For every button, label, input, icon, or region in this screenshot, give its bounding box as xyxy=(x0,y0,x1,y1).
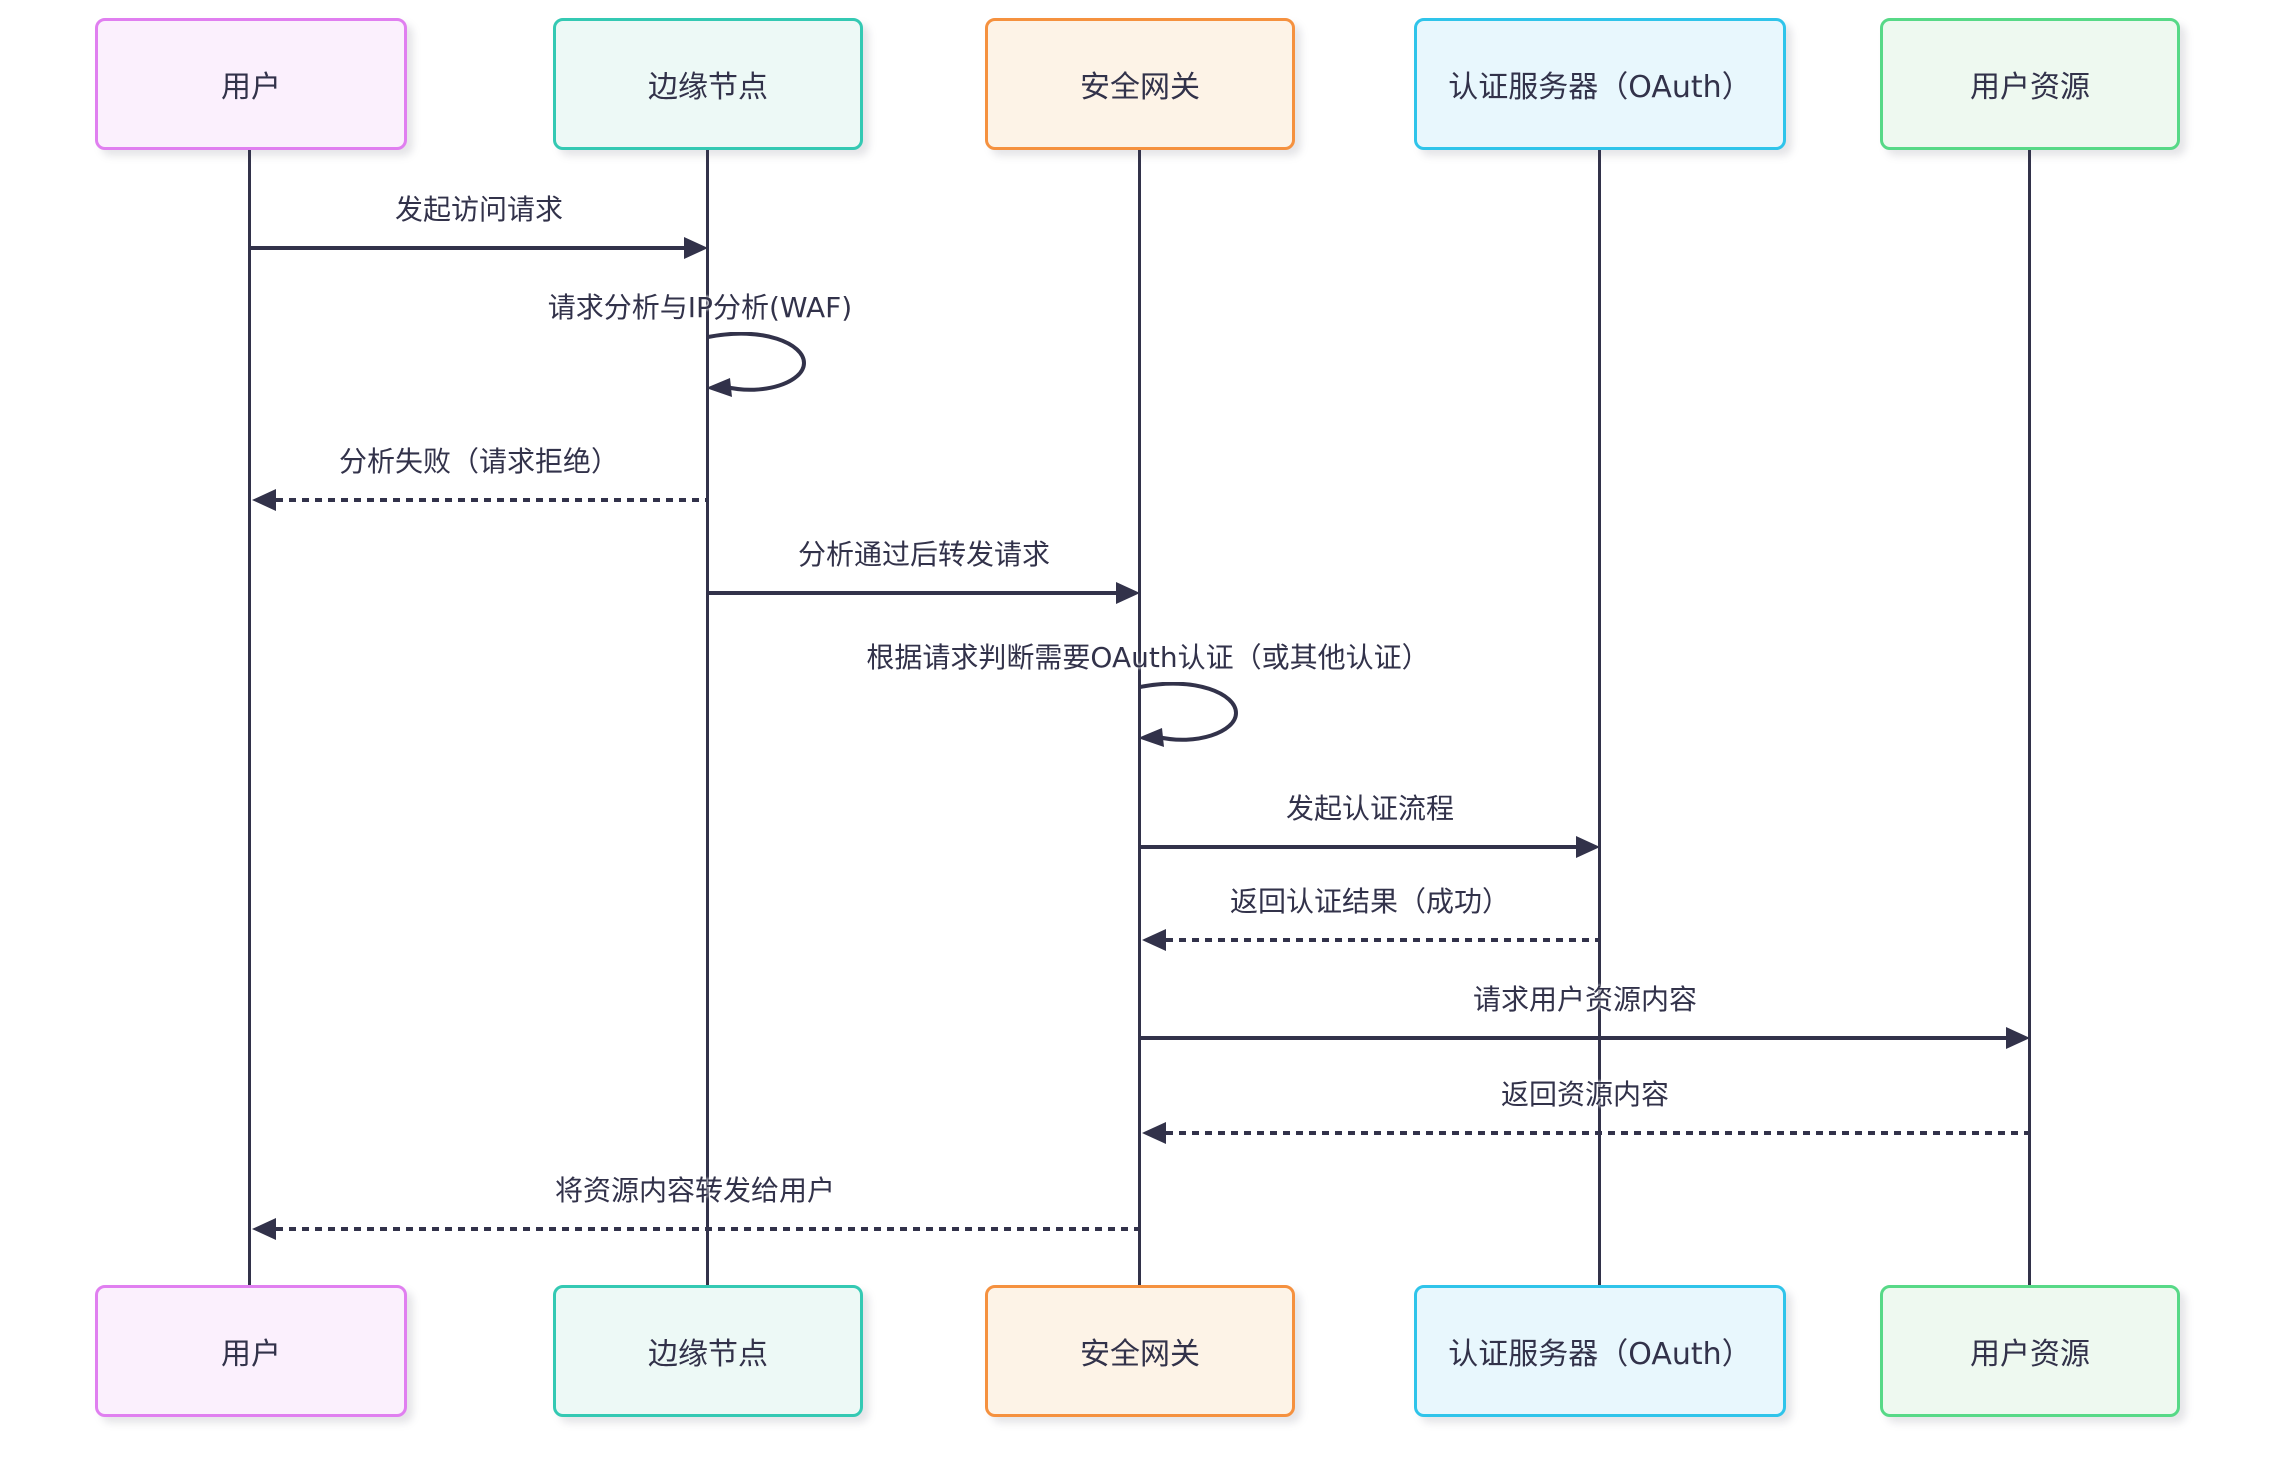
lifeline-resource xyxy=(2028,150,2031,1285)
message-4-label: 分析通过后转发请求 xyxy=(797,538,1051,571)
actor-label: 认证服务器（OAuth） xyxy=(1448,70,1752,105)
actor-box-edge-bottom: 边缘节点 xyxy=(553,1285,863,1417)
lifeline-gateway xyxy=(1138,150,1141,1285)
message-2-self-loop-icon xyxy=(706,332,807,397)
actor-box-auth-bottom: 认证服务器（OAuth） xyxy=(1414,1285,1786,1417)
lifeline-auth xyxy=(1598,150,1601,1285)
message-10-arrowhead-icon xyxy=(252,1218,276,1240)
actor-box-user-bottom: 用户 xyxy=(95,1285,407,1417)
message-7-line xyxy=(1166,938,1600,942)
actor-box-resource-bottom: 用户资源 xyxy=(1880,1285,2180,1417)
actor-box-edge-top: 边缘节点 xyxy=(553,18,863,150)
message-3-label: 分析失败（请求拒绝） xyxy=(338,445,620,478)
message-8-arrowhead-icon xyxy=(2006,1027,2030,1049)
message-9-arrowhead-icon xyxy=(1142,1122,1166,1144)
actor-label: 安全网关 xyxy=(1080,70,1200,105)
message-2-label: 请求分析与IP分析(WAF) xyxy=(547,291,853,324)
lifeline-user xyxy=(248,150,251,1285)
message-3-arrowhead-icon xyxy=(252,489,276,511)
message-7-label: 返回认证结果（成功） xyxy=(1229,885,1511,918)
message-9-label: 返回资源内容 xyxy=(1500,1078,1670,1111)
actor-box-gateway-top: 安全网关 xyxy=(985,18,1295,150)
lifeline-edge xyxy=(706,150,709,1285)
message-5-label: 根据请求判断需要OAuth认证（或其他认证） xyxy=(866,641,1430,674)
message-7-arrowhead-icon xyxy=(1142,929,1166,951)
message-10-line xyxy=(276,1227,1140,1231)
actor-label: 安全网关 xyxy=(1080,1337,1200,1372)
actor-label: 边缘节点 xyxy=(648,1337,768,1372)
message-8-line xyxy=(1140,1036,2008,1040)
message-9-line xyxy=(1166,1131,2030,1135)
actor-label: 用户资源 xyxy=(1970,70,2090,105)
message-8-label: 请求用户资源内容 xyxy=(1472,983,1698,1016)
actor-label: 认证服务器（OAuth） xyxy=(1448,1337,1752,1372)
message-4-line xyxy=(708,591,1118,595)
actor-label: 用户资源 xyxy=(1970,1337,2090,1372)
message-5-self-loop-icon xyxy=(1138,682,1239,747)
actor-box-gateway-bottom: 安全网关 xyxy=(985,1285,1295,1417)
message-4-arrowhead-icon xyxy=(1116,582,1140,604)
message-6-label: 发起认证流程 xyxy=(1285,792,1455,825)
actor-label: 用户 xyxy=(221,70,281,105)
actor-box-resource-top: 用户资源 xyxy=(1880,18,2180,150)
message-3-line xyxy=(276,498,708,502)
actor-label: 用户 xyxy=(221,1337,281,1372)
actor-label: 边缘节点 xyxy=(648,70,768,105)
message-1-arrowhead-icon xyxy=(684,237,708,259)
message-6-arrowhead-icon xyxy=(1576,836,1600,858)
message-1-line xyxy=(250,246,686,250)
message-6-line xyxy=(1140,845,1578,849)
message-1-label: 发起访问请求 xyxy=(394,193,564,226)
actor-box-auth-top: 认证服务器（OAuth） xyxy=(1414,18,1786,150)
actor-box-user-top: 用户 xyxy=(95,18,407,150)
message-10-label: 将资源内容转发给用户 xyxy=(554,1174,836,1207)
